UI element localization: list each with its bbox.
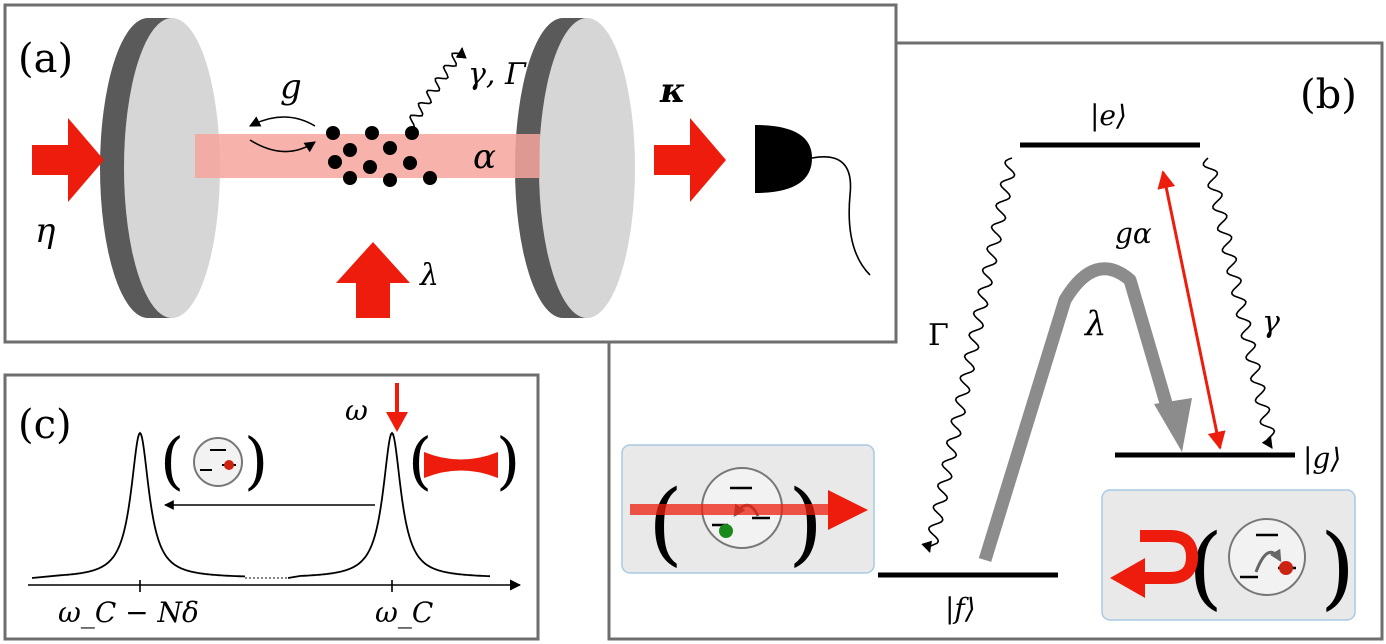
inset-transmission: ( ) (621, 444, 875, 576)
panel-c-tag: (c) (18, 402, 72, 448)
resonance-cavity (287, 431, 490, 579)
left-mirror-face (124, 18, 220, 318)
level-g-label: |g⟩ (1303, 442, 1341, 475)
panel-a: (a) α g γ, Γ (3, 3, 898, 344)
probe-label: ω (345, 394, 368, 427)
atom-bracket-left: ( (160, 424, 184, 497)
cavity-bracket-right: ) (496, 424, 520, 497)
right-mirror-face (539, 18, 635, 318)
reflected-beam-head (1110, 558, 1145, 598)
atom (343, 143, 357, 157)
probe-arrow-head (386, 412, 408, 432)
cavity-coupling-label: gα (1115, 217, 1152, 250)
atom (365, 126, 379, 140)
atom-cloud (326, 126, 437, 187)
atom (343, 171, 357, 185)
right-mirror-rim (515, 18, 587, 318)
raman-label: λ (1083, 304, 1107, 344)
inset-reflection-right-bracket: ) (1320, 515, 1355, 620)
decay-e-to-f-wavy (921, 157, 1016, 553)
transmitted-beam-head (828, 490, 868, 530)
spontaneous-emission-wavy (407, 46, 467, 130)
atom-bracket-right: ) (244, 424, 268, 497)
atom-circle-c (193, 437, 243, 487)
transverse-pump-label: λ (419, 258, 439, 293)
atom (403, 156, 417, 170)
atom (423, 171, 437, 185)
transverse-pump-arrow (336, 242, 410, 318)
level-f-label: |f⟩ (945, 592, 976, 625)
field-label: α (473, 137, 496, 177)
left-mirror-rim (100, 18, 172, 318)
coupling-label: g (280, 67, 302, 107)
decay-g-label: γ (1262, 305, 1280, 340)
atom-dot-green (719, 524, 733, 538)
level-e-label: |e⟩ (1090, 99, 1127, 132)
atom-dot-red (1279, 561, 1293, 575)
panel-b-tag: (b) (1300, 72, 1357, 118)
axis-label-left: ω_C − Nδ (58, 596, 199, 629)
atom (328, 155, 342, 169)
detector (755, 125, 812, 193)
decay-label: γ, Γ (468, 57, 527, 92)
atom (383, 141, 397, 155)
coupling-arrow-top (249, 116, 316, 127)
panel-a-tag: (a) (18, 36, 73, 82)
atom-c-dot (224, 460, 234, 470)
resonance-shifted (31, 431, 245, 579)
cavity-mode-shape (424, 452, 498, 478)
coupling-arrow-bottom (249, 139, 316, 153)
output-arrow (654, 118, 726, 202)
atom (326, 126, 340, 140)
reflected-beam (1140, 530, 1199, 584)
axis-label-right: ω_C (375, 596, 433, 629)
atom (363, 160, 377, 174)
atom-transition-arrow-r (1254, 548, 1282, 573)
inset-transmission-right-bracket: ) (788, 471, 823, 576)
cavity-coupling-arrow (1157, 170, 1226, 450)
cavity-loss-label: κ (659, 71, 685, 111)
panel-c-frame (3, 373, 540, 641)
atom (383, 173, 397, 187)
pump-label: η (35, 211, 56, 251)
transmitted-beam (630, 504, 840, 515)
decay-f-label: Γ (928, 318, 949, 353)
inset-reflection: ( ) (1101, 489, 1356, 621)
detector-cable (811, 156, 871, 276)
inset-transmission-left-bracket: ( (648, 471, 683, 576)
raman-arrow-shaft (978, 262, 1175, 562)
panel-c: (c) ω_C − Nδ ω_C ω ( ) ( ) (3, 373, 540, 641)
pump-arrow (32, 118, 104, 202)
atom-circle-reflection (1228, 518, 1306, 596)
atom (405, 126, 419, 140)
